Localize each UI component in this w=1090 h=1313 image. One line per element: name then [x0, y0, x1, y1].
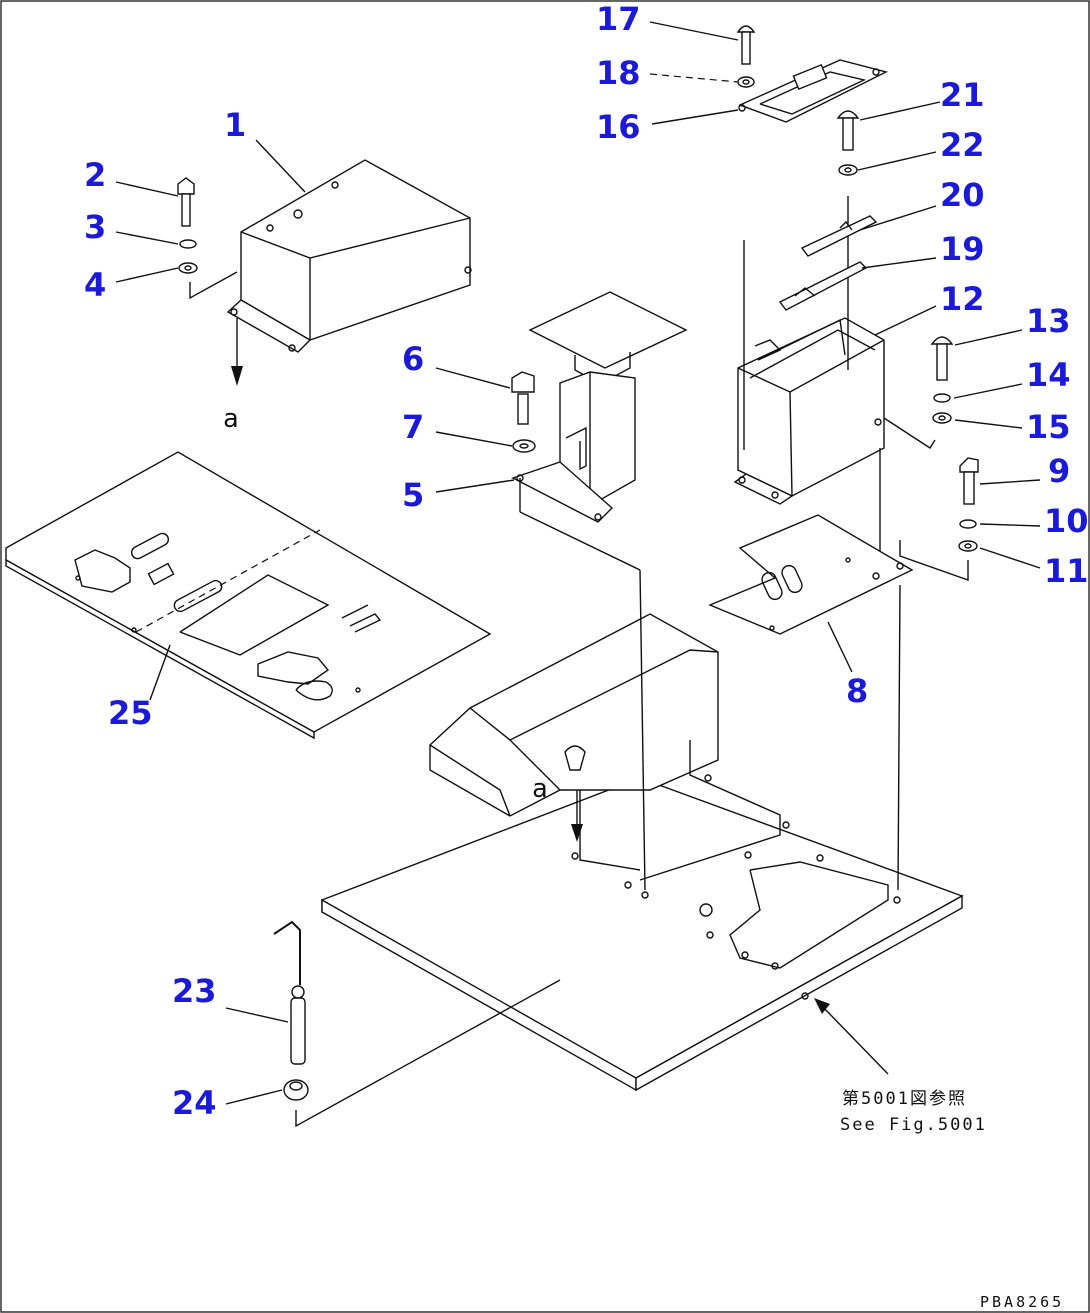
- part-label-5: 5: [402, 476, 424, 514]
- reference-note: 第5001図参照 See Fig.5001: [840, 1089, 987, 1135]
- part-label-24: 24: [172, 1084, 217, 1122]
- bolt-2: [177, 177, 198, 274]
- part-label-14: 14: [1026, 356, 1071, 394]
- reference-note-english: See Fig.5001: [840, 1115, 987, 1135]
- part-1-cover: a: [189, 159, 472, 434]
- part-23-lever: [273, 920, 306, 1065]
- part-label-4: 4: [84, 266, 106, 304]
- view-marker-top: a: [223, 404, 239, 434]
- part-label-16: 16: [596, 108, 641, 146]
- view-marker-floor: a: [532, 774, 548, 804]
- part-label-20: 20: [940, 176, 985, 214]
- floor-plate: [321, 613, 964, 1092]
- reference-note-japanese: 第5001図参照: [842, 1089, 967, 1109]
- part-label-11: 11: [1044, 552, 1089, 590]
- part-number-labels: 1 2 3 4 5 6 7 8 9 10 11 12 13 14 15 16 1…: [84, 0, 1089, 1122]
- part-label-2: 2: [84, 156, 106, 194]
- part-25-mat: [5, 451, 492, 740]
- part-24-boot: [283, 979, 561, 1128]
- leader-lines: [115, 21, 1041, 1105]
- part-label-15: 15: [1026, 408, 1071, 446]
- part-5-bracket: [511, 291, 688, 891]
- part-label-6: 6: [402, 340, 424, 378]
- part-16-plate: [738, 59, 888, 123]
- part-label-10: 10: [1044, 502, 1089, 540]
- part-label-12: 12: [940, 280, 985, 318]
- part-label-19: 19: [940, 230, 985, 268]
- bolt-13: [930, 336, 954, 424]
- slide-19: [778, 261, 868, 311]
- part-label-22: 22: [940, 126, 985, 164]
- part-label-13: 13: [1026, 302, 1071, 340]
- part-label-25: 25: [108, 694, 153, 732]
- view-arrow-floor: a: [532, 774, 583, 842]
- bolt-9: [958, 457, 979, 552]
- part-label-23: 23: [172, 972, 217, 1010]
- part-label-1: 1: [224, 106, 246, 144]
- part-label-9: 9: [1048, 452, 1070, 490]
- part-8-plate: [708, 514, 969, 891]
- figure-code: PBA8265: [980, 1293, 1064, 1311]
- bolt-6: [511, 371, 536, 453]
- slide-20: [800, 215, 878, 257]
- part-label-3: 3: [84, 208, 106, 246]
- part-label-7: 7: [402, 408, 424, 446]
- part-label-8: 8: [846, 672, 868, 710]
- part-label-21: 21: [940, 76, 985, 114]
- part-label-17: 17: [596, 0, 641, 38]
- bolt-17: [736, 25, 756, 88]
- part-label-18: 18: [596, 54, 641, 92]
